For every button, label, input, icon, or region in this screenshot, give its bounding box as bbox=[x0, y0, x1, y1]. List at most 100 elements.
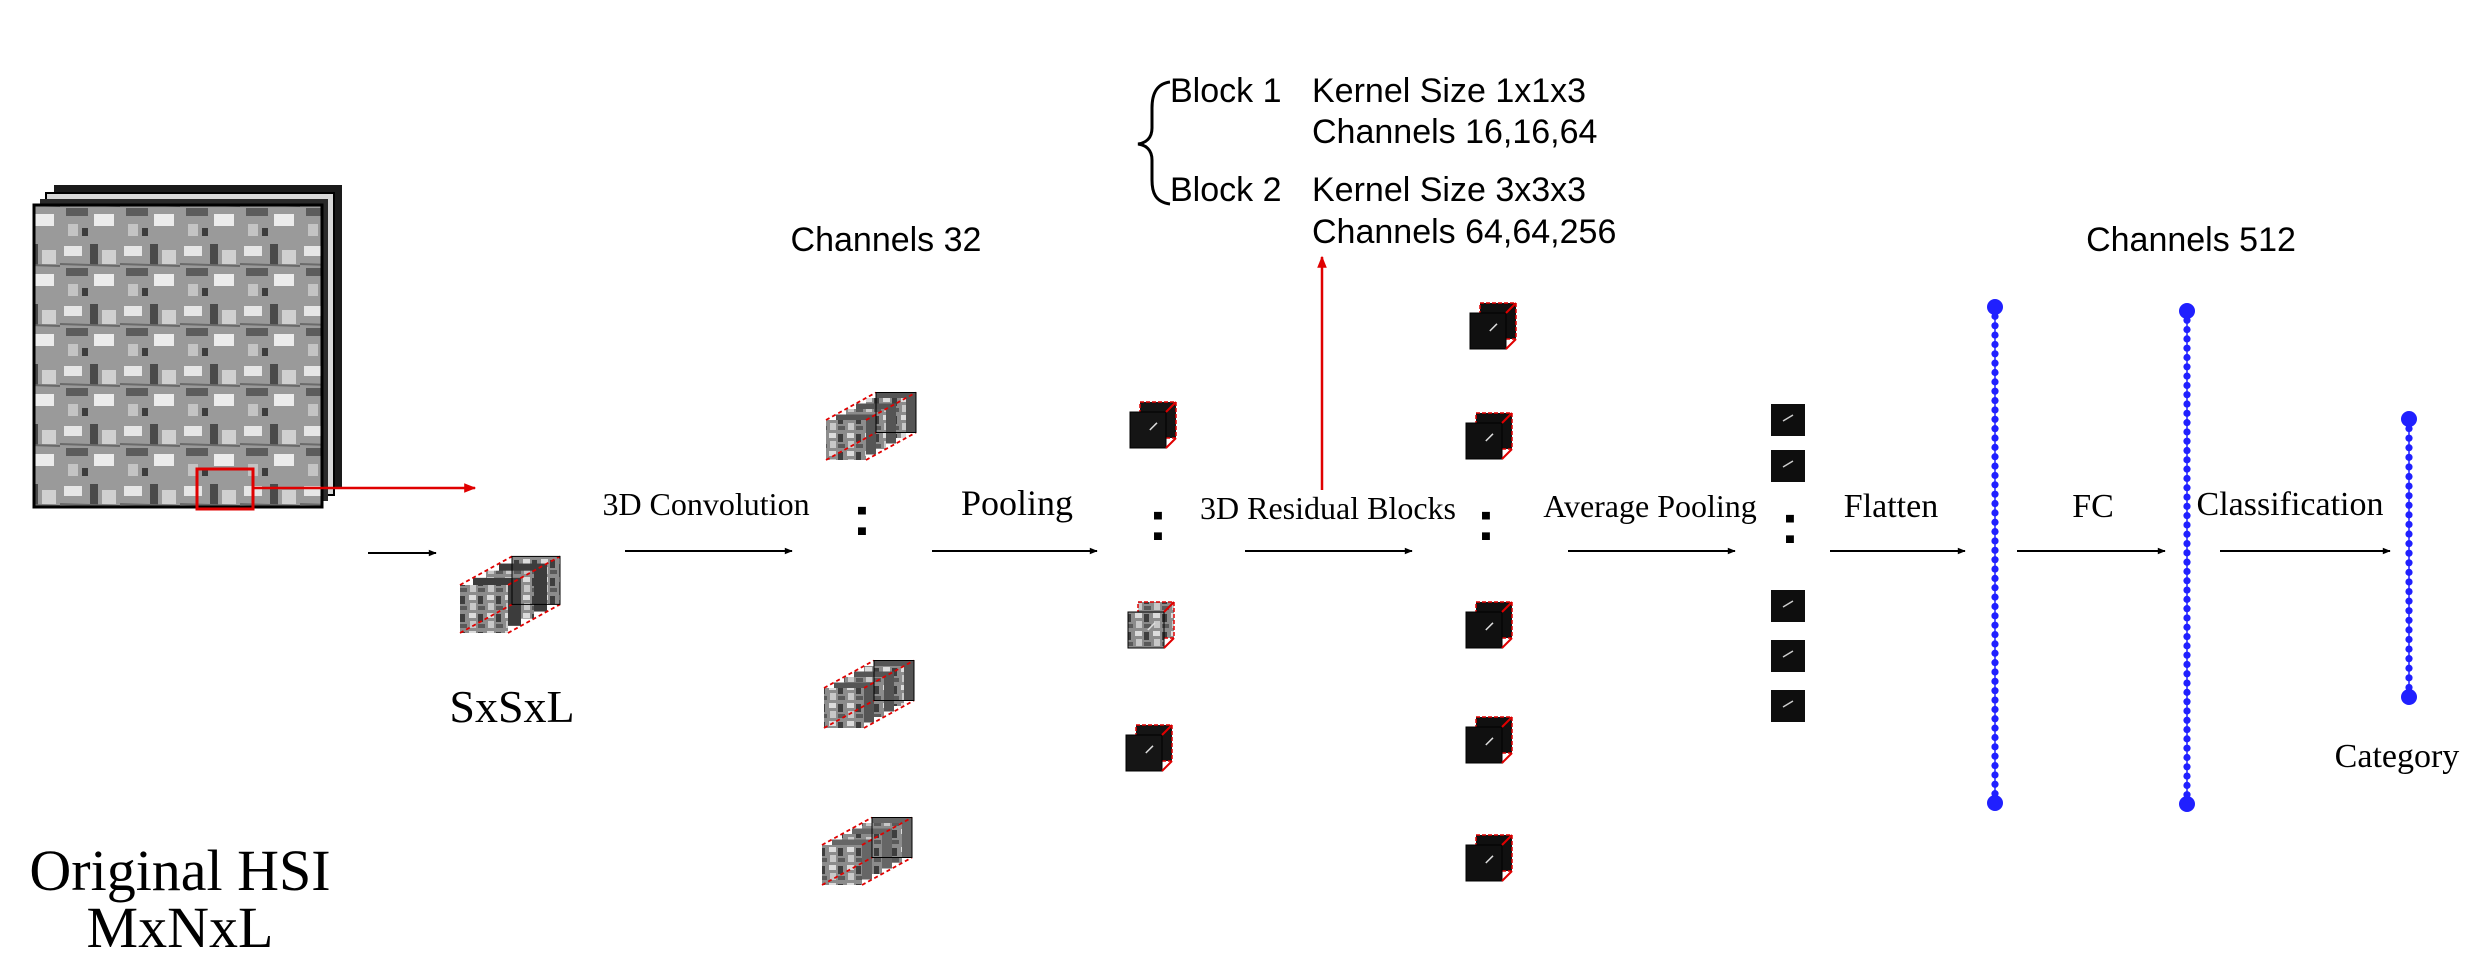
neuron bbox=[2183, 381, 2191, 390]
conv-map-2 bbox=[823, 659, 915, 729]
neuron bbox=[1991, 724, 1999, 732]
avgpool-map-1 bbox=[1771, 404, 1805, 436]
neuron bbox=[1991, 659, 1999, 667]
neuron bbox=[2183, 316, 2191, 324]
neuron bbox=[2183, 670, 2191, 678]
neuron bbox=[2183, 688, 2191, 696]
neuron bbox=[2183, 651, 2191, 659]
neuron bbox=[1991, 733, 1999, 742]
avgpool-map-5 bbox=[1771, 690, 1805, 722]
neuron bbox=[2183, 428, 2191, 436]
neuron bbox=[2405, 463, 2413, 471]
neuron bbox=[2183, 781, 2191, 789]
neuron bbox=[1991, 350, 1999, 358]
neuron bbox=[2183, 679, 2191, 687]
block-2-channels: Channels 64,64,256 bbox=[1312, 213, 1616, 251]
neuron bbox=[2183, 335, 2191, 343]
neuron bbox=[2183, 753, 2191, 762]
hsi-image bbox=[32, 203, 324, 509]
neuron bbox=[1991, 462, 1999, 470]
conv-ellipsis: : bbox=[853, 484, 872, 547]
category-label: Category bbox=[2335, 738, 2460, 775]
neuron bbox=[2405, 434, 2413, 442]
neuron bbox=[2183, 623, 2191, 631]
neuron bbox=[1991, 602, 1999, 611]
patch-label: SxSxL bbox=[449, 681, 574, 732]
neuron bbox=[2183, 567, 2191, 576]
neuron bbox=[2405, 424, 2413, 433]
output-neurons bbox=[2401, 411, 2417, 705]
neuron bbox=[2183, 763, 2191, 771]
neuron bbox=[2183, 502, 2191, 510]
block-descriptions: Block 1 Kernel Size 1x1x3 Channels 16,16… bbox=[1137, 72, 1616, 251]
flatten-label: Flatten bbox=[1844, 488, 1938, 525]
neuron bbox=[2183, 465, 2191, 473]
neuron bbox=[2183, 419, 2191, 427]
neuron bbox=[1991, 752, 1999, 760]
neuron bbox=[2183, 577, 2191, 585]
neuron bbox=[2183, 660, 2191, 669]
neuron bbox=[2183, 409, 2191, 417]
neuron bbox=[2405, 472, 2413, 481]
neuron bbox=[2183, 326, 2191, 334]
neuron bbox=[2183, 735, 2191, 743]
conv-feature-maps bbox=[821, 391, 917, 886]
neuron bbox=[2405, 501, 2413, 509]
neuron bbox=[1991, 621, 1999, 629]
neuron bbox=[1991, 378, 1999, 386]
neuron bbox=[2405, 674, 2413, 682]
neuron bbox=[2405, 616, 2413, 624]
neuron bbox=[1991, 499, 1999, 508]
neuron bbox=[1991, 537, 1999, 545]
neuron bbox=[2405, 511, 2413, 519]
pool-label: Pooling bbox=[961, 483, 1073, 523]
neuron bbox=[2183, 716, 2191, 724]
neuron bbox=[2405, 568, 2413, 576]
residual-feature-maps bbox=[1465, 302, 1517, 882]
neuron bbox=[1991, 509, 1999, 517]
residual-map-4 bbox=[1465, 716, 1513, 764]
neuron bbox=[2405, 607, 2413, 615]
neuron bbox=[1991, 668, 1999, 676]
neuron bbox=[1991, 715, 1999, 723]
block-2-name: Block 2 bbox=[1170, 171, 1282, 209]
neuron bbox=[1991, 406, 1999, 414]
fc-neurons bbox=[2179, 303, 2195, 812]
neuron bbox=[2405, 655, 2413, 663]
avgpool-map-3 bbox=[1771, 590, 1805, 622]
neuron bbox=[1991, 415, 1999, 423]
neuron bbox=[2183, 521, 2191, 529]
neuron bbox=[1991, 481, 1999, 489]
neuron bbox=[1991, 425, 1999, 433]
neuron bbox=[1991, 743, 1999, 751]
block-1-name: Block 1 bbox=[1170, 72, 1282, 110]
neuron bbox=[1991, 434, 1999, 442]
neuron bbox=[1991, 331, 1999, 339]
neuron bbox=[2183, 539, 2191, 548]
neuron bbox=[1991, 612, 1999, 620]
neuron bbox=[1991, 453, 1999, 461]
block-1-kernel: Kernel Size 1x1x3 bbox=[1312, 72, 1586, 110]
neuron bbox=[1987, 795, 2003, 811]
neuron bbox=[1991, 696, 1999, 704]
neuron bbox=[1991, 396, 1999, 405]
neuron bbox=[1991, 584, 1999, 592]
neuron bbox=[2183, 549, 2191, 557]
neuron bbox=[2405, 540, 2413, 548]
neuron bbox=[1991, 443, 1999, 451]
block-2-kernel: Kernel Size 3x3x3 bbox=[1312, 171, 1586, 209]
neuron bbox=[2183, 456, 2191, 464]
neuron bbox=[2405, 587, 2413, 596]
fc-label: FC bbox=[2072, 488, 2114, 525]
neuron bbox=[2183, 493, 2191, 501]
conv-channels-label: Channels 32 bbox=[791, 221, 982, 259]
neuron bbox=[1991, 565, 1999, 573]
neuron bbox=[2405, 559, 2413, 567]
neuron bbox=[1991, 387, 1999, 395]
neuron-layers bbox=[1987, 299, 2417, 812]
neuron bbox=[2405, 444, 2413, 452]
neuron bbox=[2405, 578, 2413, 586]
neuron bbox=[2183, 474, 2191, 483]
neuron bbox=[1991, 359, 1999, 367]
neuron bbox=[2183, 484, 2191, 492]
